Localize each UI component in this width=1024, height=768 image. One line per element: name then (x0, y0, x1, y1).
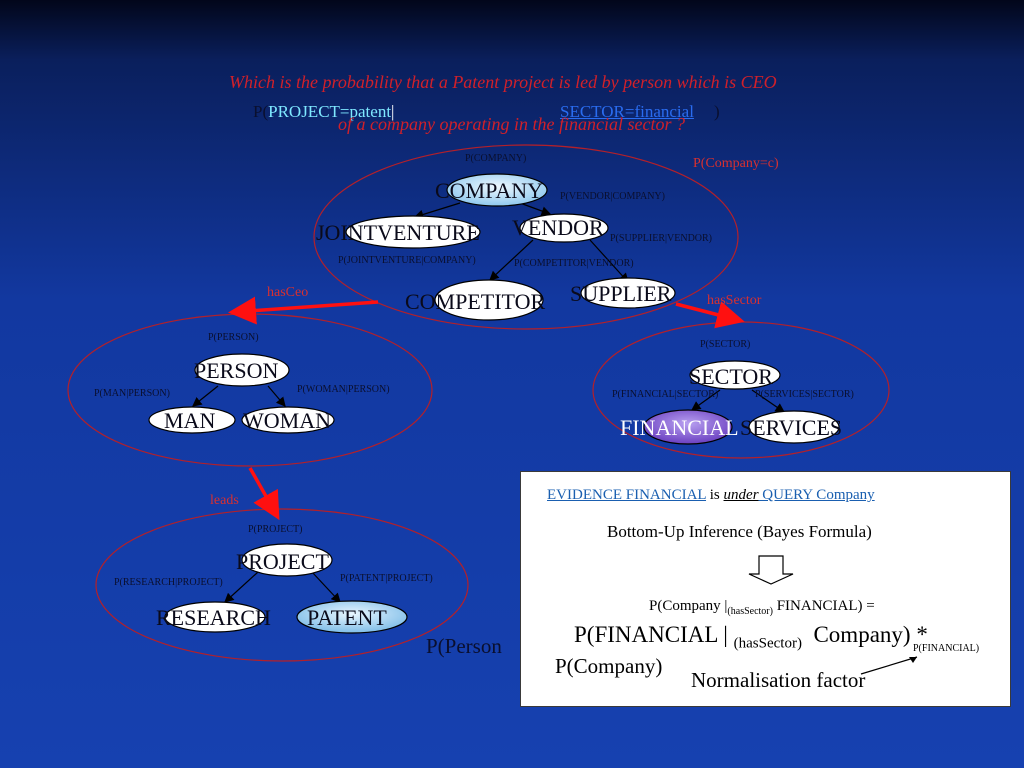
p-services-sector-label: P(SERVICES|SECTOR) (755, 389, 854, 400)
company-cluster-ellipse (313, 144, 739, 330)
p-sector-label: P(SECTOR) (700, 339, 751, 350)
edge-person-man (192, 385, 219, 407)
vendor-node-label: VENDOR (512, 215, 604, 240)
financial-node[interactable] (643, 409, 733, 445)
edge-vendor-competitor (489, 239, 534, 281)
p-vendor-company-label: P(VENDOR|COMPANY) (560, 191, 665, 202)
edge-vendor-supplier (589, 239, 629, 283)
formula-prefix: P( (253, 102, 269, 121)
down-arrow-icon (748, 555, 918, 675)
person-node[interactable] (194, 353, 290, 387)
normalisation-factor-label: Normalisation factor (691, 668, 866, 692)
vendor-node[interactable] (519, 213, 609, 243)
woman-node[interactable] (241, 406, 335, 434)
formula-sep: | (391, 102, 395, 121)
hassector-label: hasSector (707, 293, 762, 308)
leads-arrow (248, 467, 280, 521)
edge-project-patent (311, 571, 341, 603)
person-node-label: PERSON (194, 358, 279, 383)
company-node-label: COMPANY (435, 178, 544, 203)
project-node-label: PROJECT (236, 549, 329, 574)
question-line-2: of a company operating in the financial … (338, 114, 685, 134)
formula-line: P(PROJECT=patent| (253, 102, 394, 122)
p-man-person-label: P(MAN|PERSON) (94, 388, 170, 399)
patent-node-label: PATENT (307, 605, 387, 630)
equation-line: P(Company |(hasSector) FINANCIAL) = (649, 598, 875, 617)
evidence-heading-query: QUERY Company (758, 487, 875, 503)
hasceo-arrow (228, 296, 379, 325)
evidence-heading: EVIDENCE FINANCIAL is under QUERY Compan… (547, 487, 875, 504)
p-person-label: P(PERSON) (208, 332, 259, 343)
services-node[interactable] (748, 410, 840, 444)
p-research-project-label: P(RESEARCH|PROJECT) (114, 577, 223, 588)
p-company-label: P(COMPANY) (465, 153, 527, 164)
leads-label: leads (210, 493, 239, 508)
formula-project: PROJECT=patent (268, 102, 392, 121)
edge-project-research (224, 571, 259, 603)
man-node-label: MAN (164, 408, 216, 433)
p-project-label: P(PROJECT) (248, 524, 303, 535)
jointventure-node[interactable] (345, 215, 481, 249)
p-financial-sector-label: P(FINANCIAL|SECTOR) (612, 389, 719, 400)
patent-node[interactable] (296, 600, 408, 634)
evidence-subtitle: Bottom-Up Inference (Bayes Formula) (607, 522, 872, 541)
p-jointventure-company-label: P(JOINTVENTURE|COMPANY) (338, 255, 476, 266)
project-cluster-ellipse (95, 508, 469, 662)
project-node[interactable] (241, 543, 333, 577)
edge-company-jointventure (413, 202, 461, 220)
bottom-partial-text: P(Person (426, 634, 502, 658)
financial-node-label: FINANCIAL (620, 415, 739, 440)
big-formula-sub: (hasSector) (733, 635, 802, 652)
equation-rhs: FINANCIAL) = (772, 598, 875, 614)
jointventure-node-label: JOINTVENTURE (316, 220, 480, 245)
hasceo-label: hasCeo (267, 285, 309, 300)
services-node-label: SERVICES (740, 415, 843, 440)
edge-company-vendor (519, 202, 552, 216)
company-node[interactable] (446, 173, 548, 207)
p-competitor-vendor-label: P(COMPETITOR|VENDOR) (514, 258, 634, 269)
equation-lhs: P(Company | (649, 598, 728, 614)
formula-sector: SECTOR=financial (560, 102, 694, 121)
p-woman-person-label: P(WOMAN|PERSON) (297, 384, 390, 395)
formula-suffix: ) (714, 102, 720, 121)
supplier-node-label: SUPPLIER (570, 281, 672, 306)
research-node[interactable] (164, 601, 266, 633)
p-financial-label: P(FINANCIAL) (913, 643, 980, 654)
competitor-node-label: COMPETITOR (405, 289, 546, 314)
edge-sector-financial (691, 389, 721, 411)
big-formula-line1: P(FINANCIAL | (hasSector) Company) * (574, 622, 928, 653)
big-formula-right: Company) * (813, 622, 928, 647)
big-formula-line2: P(Company) (555, 654, 663, 678)
p-company-eq-label: P(Company=c) (693, 156, 779, 171)
woman-node-label: WOMAN (243, 408, 331, 433)
question-line-1: Which is the probability that a Patent p… (229, 72, 777, 92)
evidence-heading-is: is (706, 487, 724, 503)
big-formula-left: P(FINANCIAL | (574, 622, 728, 647)
evidence-panel: EVIDENCE FINANCIAL is under QUERY Compan… (520, 471, 1011, 707)
p-supplier-vendor-label: P(SUPPLIER|VENDOR) (610, 233, 713, 244)
competitor-node[interactable] (434, 279, 544, 321)
equation-sub: (hasSector) (727, 606, 773, 617)
p-patent-project-label: P(PATENT|PROJECT) (340, 573, 433, 584)
hassector-arrow (675, 301, 745, 329)
sector-node-label: SECTOR (689, 364, 773, 389)
supplier-node[interactable] (580, 277, 676, 309)
research-node-label: RESEARCH (156, 605, 271, 630)
man-node[interactable] (148, 406, 236, 434)
edge-sector-services (751, 389, 785, 413)
evidence-heading-a: EVIDENCE FINANCIAL (547, 487, 707, 503)
sector-node[interactable] (689, 360, 781, 390)
edge-person-woman (267, 385, 286, 407)
evidence-heading-under: under (723, 487, 759, 503)
